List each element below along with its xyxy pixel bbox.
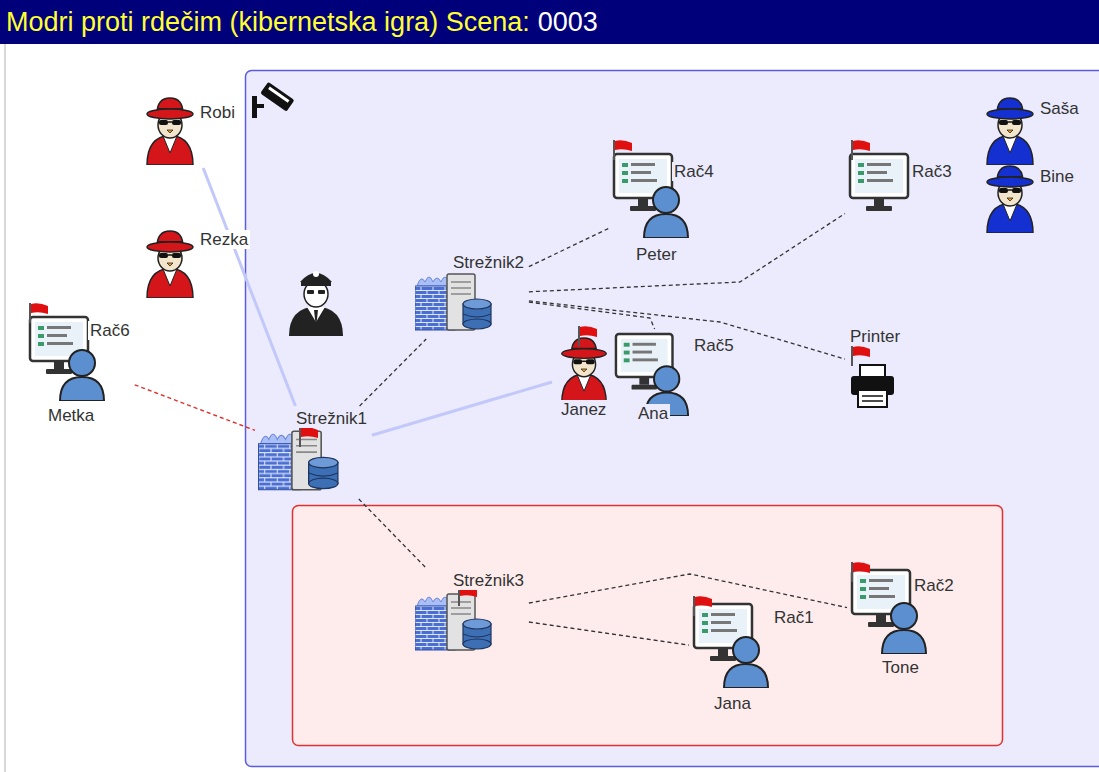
network-node: Strežnik3	[415, 571, 526, 656]
flag-icon	[28, 303, 50, 323]
node-icon-shape	[851, 365, 894, 407]
node-icon	[555, 335, 613, 403]
node-icon-shape	[147, 231, 193, 298]
node-label: Rač5	[692, 336, 736, 355]
node-icon-shape	[987, 166, 1033, 233]
network-link	[529, 228, 609, 266]
network-link	[529, 302, 655, 329]
network-node: Robi	[140, 95, 237, 165]
node-icon-shape	[415, 274, 491, 330]
node-label: Saša	[1038, 99, 1081, 118]
node-label: Strežnik3	[451, 571, 526, 590]
node-icon-shape	[562, 338, 606, 403]
node-label: Printer	[848, 327, 902, 346]
node-icon-shape	[147, 98, 193, 165]
flag-icon	[692, 596, 714, 616]
node-label: Rezka	[198, 230, 250, 249]
network-node: Janez	[555, 326, 613, 419]
node-icon	[415, 270, 505, 336]
node-icon	[980, 163, 1040, 233]
flag-icon-shape	[300, 427, 318, 447]
node-icon	[140, 228, 200, 298]
network-link	[203, 168, 295, 406]
node-label: Rač3	[910, 162, 954, 181]
network-node: Printer	[848, 327, 902, 409]
flag-icon	[850, 346, 872, 366]
flag-icon-shape	[579, 326, 597, 346]
node-label: Rač2	[912, 576, 956, 595]
network-link	[372, 382, 552, 435]
user-name: Peter	[634, 245, 679, 264]
flag-icon	[298, 427, 320, 447]
network-node: Rezka	[140, 228, 250, 298]
network-link	[359, 499, 426, 568]
node-icon	[850, 364, 895, 409]
node-icon-shape	[258, 431, 337, 490]
network-node: Rač4Peter	[612, 140, 716, 264]
user-name: Metka	[46, 406, 96, 425]
node-icon	[692, 602, 772, 688]
network-node: Saša	[980, 95, 1081, 165]
network-link	[529, 214, 845, 292]
user-name: Ana	[636, 404, 670, 423]
node-label: Strežnik2	[451, 253, 526, 272]
scene-number: 0003	[538, 7, 598, 38]
node-label: Bine	[1038, 167, 1076, 186]
network-node: Rač5Ana	[614, 332, 736, 423]
page-edge	[5, 44, 6, 772]
blue-zone	[246, 71, 1099, 767]
node-label: Rač4	[672, 162, 716, 181]
network-node: Rač2Tone	[850, 562, 956, 677]
network-node: Rač1Jana	[692, 596, 816, 713]
node-icon	[848, 152, 910, 214]
node-icon	[258, 427, 353, 496]
node-icon	[140, 95, 200, 165]
red-zone	[293, 506, 1003, 746]
flag-icon-shape	[694, 596, 712, 616]
network-node: Rač3	[848, 140, 954, 214]
node-label: Strežnik1	[294, 409, 369, 428]
node-icon-shape	[987, 98, 1033, 165]
flag-icon-shape	[852, 346, 870, 366]
node-label: Robi	[198, 103, 237, 122]
network-link	[529, 574, 847, 608]
node-label: Rač1	[772, 608, 816, 627]
network-link	[360, 339, 427, 406]
node-icon-shape	[694, 604, 768, 688]
network-node: Bine	[980, 163, 1076, 233]
user-name: Jana	[712, 694, 753, 713]
flag-icon	[612, 140, 634, 160]
flag-icon	[577, 326, 599, 346]
flag-icon	[850, 562, 872, 582]
title-bar: Modri proti rdečim (kibernetska igra) Sc…	[0, 0, 1099, 44]
flag-icon-shape	[852, 562, 870, 582]
node-icon-shape	[415, 594, 491, 650]
node-label: Janez	[559, 400, 608, 419]
network-node: Strežnik2	[415, 253, 526, 336]
flag-icon-shape	[852, 140, 870, 160]
camera-icon	[252, 82, 294, 118]
node-label: Rač6	[88, 321, 132, 340]
network-link	[529, 622, 689, 645]
flag-icon-shape	[30, 303, 48, 323]
network-node: Strežnik1	[258, 409, 369, 496]
user-name: Tone	[880, 658, 921, 677]
flag-icon-shape	[614, 140, 632, 160]
police-icon	[289, 271, 343, 336]
node-icon-shape	[850, 154, 908, 211]
flag-icon	[850, 140, 872, 160]
network-node: Rač6Metka	[28, 303, 132, 425]
network-link	[135, 385, 255, 431]
title-text: Modri proti rdečim (kibernetska igra) Sc…	[6, 7, 530, 38]
node-icon	[980, 95, 1040, 165]
